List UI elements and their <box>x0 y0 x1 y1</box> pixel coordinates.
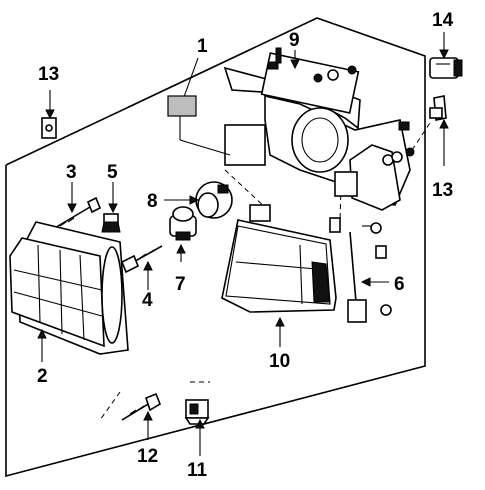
assembly-outline <box>5 17 426 478</box>
callout-13-right: 13 <box>432 180 453 201</box>
callout-5: 5 <box>107 162 118 183</box>
retainer-clip <box>184 399 210 425</box>
headlamp <box>9 221 129 355</box>
callout-13-left: 13 <box>38 64 59 85</box>
callout-7: 7 <box>175 274 186 295</box>
adjust-screw-lower <box>120 245 163 274</box>
callout-9: 9 <box>289 30 300 51</box>
module-box <box>167 95 231 156</box>
connector <box>429 57 463 79</box>
callout-2: 2 <box>37 366 48 387</box>
callout-11: 11 <box>187 460 208 481</box>
socket <box>195 181 233 219</box>
callout-12: 12 <box>137 446 158 467</box>
callout-14: 14 <box>432 10 454 31</box>
callout-8: 8 <box>147 191 158 212</box>
callout-4: 4 <box>142 290 153 311</box>
mounting-bracket <box>223 47 415 211</box>
clip-5 <box>101 213 121 233</box>
bracket-left <box>41 117 57 139</box>
callout-1: 1 <box>197 36 208 57</box>
arrowheads <box>37 49 449 429</box>
bracket-right <box>429 95 447 121</box>
adjust-screw-bottom <box>121 392 161 421</box>
mounting-rod <box>347 222 392 323</box>
park-lamp <box>221 204 341 313</box>
bulb <box>169 206 197 241</box>
callout-10: 10 <box>269 351 290 372</box>
callout-3: 3 <box>66 162 77 183</box>
callout-6: 6 <box>394 274 405 295</box>
